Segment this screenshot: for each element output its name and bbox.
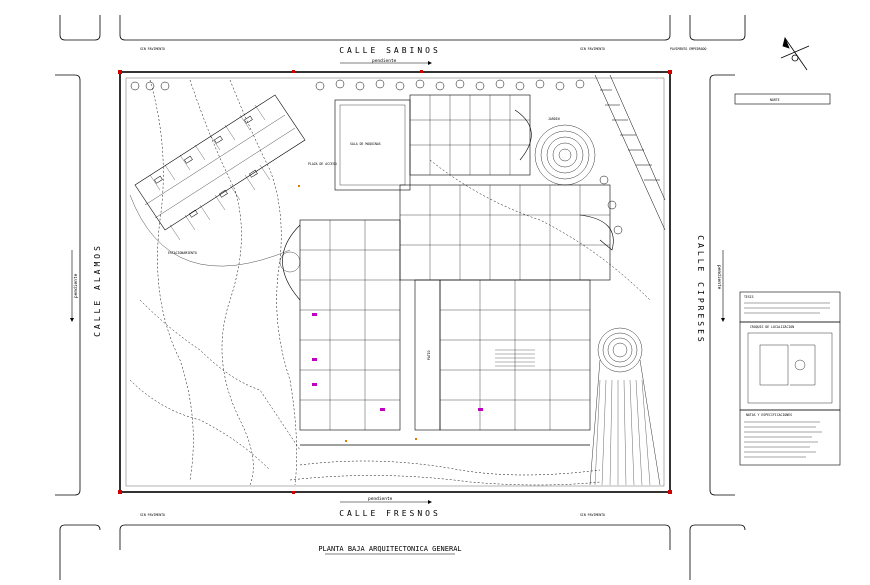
sidewalk-note-top-left: SIN PAVIMENTO xyxy=(140,47,165,51)
diagonal-garden-strip xyxy=(594,74,666,231)
property-boundary xyxy=(119,71,671,493)
plan-title: PLANTA BAJA ARQUITECTONICA GENERAL xyxy=(318,545,461,553)
svg-text:pendiente: pendiente xyxy=(73,273,79,298)
north-label-box xyxy=(734,93,831,105)
parking-lot: ESTACIONAMIENTO xyxy=(129,94,306,267)
svg-text:pendiente: pendiente xyxy=(716,265,722,290)
main-building: SALA DE MAQUINAS PATIO xyxy=(279,94,611,431)
courtyard-label: PATIO xyxy=(427,350,431,360)
slope-indicator-right: pendiente xyxy=(716,250,725,322)
highlighted-fixtures xyxy=(312,313,483,411)
sidewalk-note-top-right: SIN PAVIMENTO xyxy=(580,47,605,51)
orange-markers xyxy=(298,185,417,442)
title-block: TESIS CROQUIS DE LOCALIZACION NOTAS Y ES… xyxy=(739,291,841,466)
notes-lines xyxy=(744,421,822,458)
slope-indicator-bottom: pendiente xyxy=(340,496,432,504)
slope-indicator-top: pendiente xyxy=(340,58,432,65)
spiral-plaza xyxy=(589,327,661,486)
inner-setback-line xyxy=(125,77,665,487)
parking-label: ESTACIONAMIENTO xyxy=(168,251,197,255)
ramp-hatching xyxy=(594,379,651,486)
slope-indicator-left: pendiente xyxy=(70,250,79,322)
sidewalk-note-bottom-left: SIN PAVIMENTO xyxy=(140,513,165,517)
garden-label: JARDIN xyxy=(548,117,560,121)
circular-garden xyxy=(534,124,614,251)
topographic-contours xyxy=(129,79,651,486)
north-arrow-icon xyxy=(780,36,810,71)
street-label-left: CALLE ALAMOS xyxy=(93,243,102,337)
street-block-outlines xyxy=(55,15,746,580)
main-hall-label: SALA DE MAQUINAS xyxy=(350,142,381,146)
location-sketch xyxy=(747,332,833,404)
notes-label: NOTAS Y ESPECIFICACIONES xyxy=(746,413,792,417)
plaza-label: PLAZA DE ACCESO xyxy=(308,162,337,166)
corner-note: PAVIMENTO EMPEDRADO xyxy=(670,47,707,51)
north-label: NORTE xyxy=(770,98,780,102)
street-label-bottom: CALLE FRESNOS xyxy=(339,509,441,518)
location-label: CROQUIS DE LOCALIZACION xyxy=(750,325,794,329)
stair xyxy=(495,349,535,367)
svg-text:pendiente: pendiente xyxy=(368,496,393,502)
boundary-corner-marks xyxy=(118,70,672,494)
sidewalk-note-bottom-right: SIN PAVIMENTO xyxy=(580,513,605,517)
svg-text:pendiente: pendiente xyxy=(372,58,397,64)
street-label-right: CALLE CIPRESES xyxy=(696,235,705,344)
tree-row xyxy=(130,79,623,235)
sheet-label: TESIS xyxy=(744,295,754,299)
street-label-top: CALLE SABINOS xyxy=(339,46,441,55)
